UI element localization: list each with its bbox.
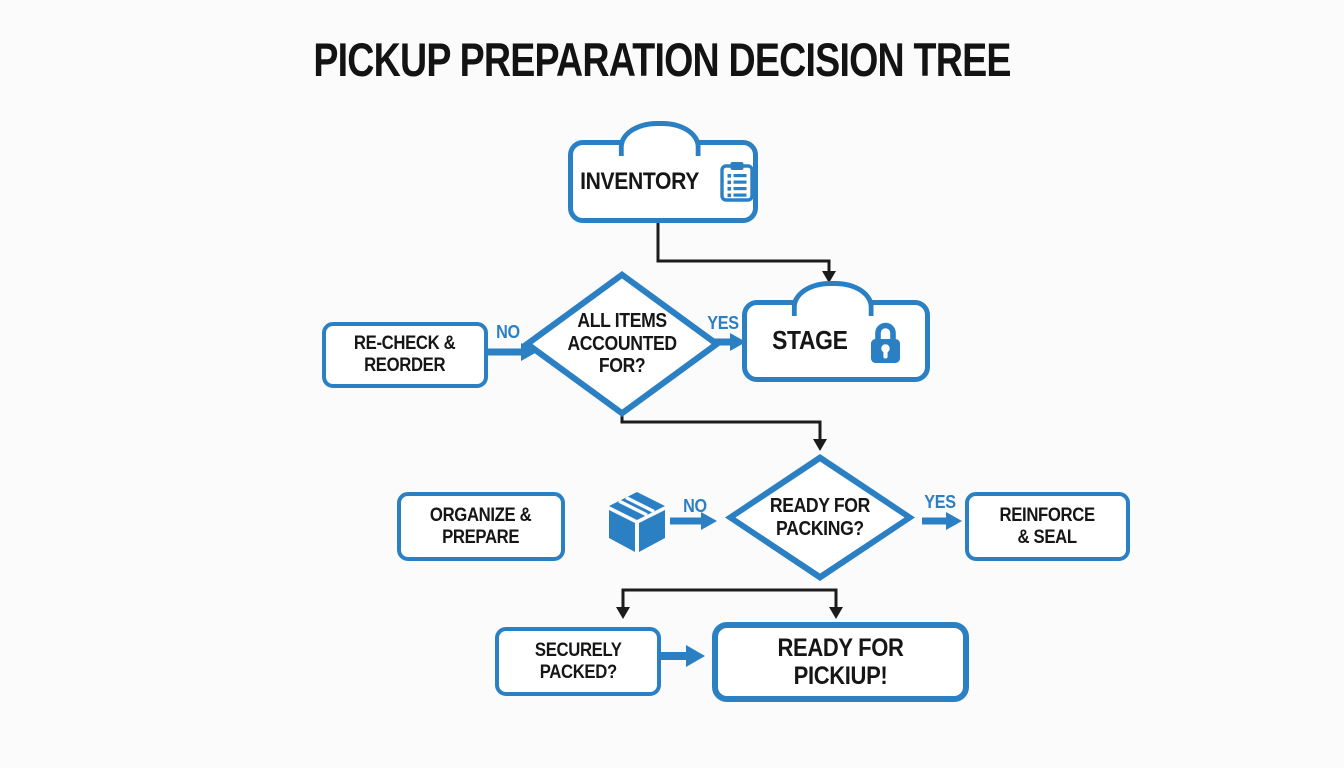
- edge-label-no-packing: NO: [683, 496, 707, 516]
- stage-label: STAGE: [772, 325, 848, 356]
- node-organize-prepare: ORGANIZE & PREPARE: [397, 492, 565, 561]
- organize-prepare-label: ORGANIZE & PREPARE: [430, 504, 532, 548]
- lock-icon: [865, 319, 905, 364]
- ready-for-packing-label: READY FOR PACKING?: [769, 494, 871, 540]
- node-recheck-reorder: RE-CHECK & REORDER: [322, 322, 488, 388]
- package-icon: [608, 491, 666, 558]
- edge-label-yes-accounted: YES: [707, 313, 739, 333]
- connector-decision1-to-decision2: [620, 404, 827, 451]
- connector-decision2-to-bottom: [616, 588, 843, 619]
- all-items-accounted-label: ALL ITEMS ACCOUNTED FOR?: [567, 309, 677, 378]
- node-inventory: INVENTORY: [568, 121, 758, 223]
- arrow-yes-packing: [922, 512, 962, 530]
- connector-inventory-to-stage: [656, 213, 836, 283]
- page-title: PICKUP PREPARATION DECISION TREE: [313, 33, 1011, 86]
- clipboard-icon: [719, 161, 754, 202]
- node-stage: STAGE: [742, 281, 930, 382]
- inventory-label: INVENTORY: [580, 167, 700, 195]
- stage-bump-tab: [791, 281, 874, 316]
- decision-all-items-accounted: ALL ITEMS ACCOUNTED FOR?: [522, 271, 722, 417]
- edge-label-yes-packing: YES: [924, 492, 956, 512]
- edge-label-no-accounted: NO: [496, 322, 520, 342]
- decision-ready-for-packing: READY FOR PACKING?: [725, 454, 915, 581]
- recheck-reorder-label: RE-CHECK & REORDER: [354, 333, 456, 376]
- inventory-bump-tab: [618, 121, 701, 156]
- node-securely-packed: SECURELY PACKED?: [495, 627, 661, 696]
- securely-packed-label: SECURELY PACKED?: [534, 639, 622, 683]
- arrow-packed-to-ready: [660, 645, 705, 667]
- ready-for-pickup-label: READY FOR PICKIUP!: [777, 633, 904, 691]
- node-reinforce-seal: REINFORCE & SEAL: [965, 492, 1130, 561]
- reinforce-seal-label: REINFORCE & SEAL: [999, 504, 1096, 548]
- node-ready-for-pickup: READY FOR PICKIUP!: [712, 622, 969, 702]
